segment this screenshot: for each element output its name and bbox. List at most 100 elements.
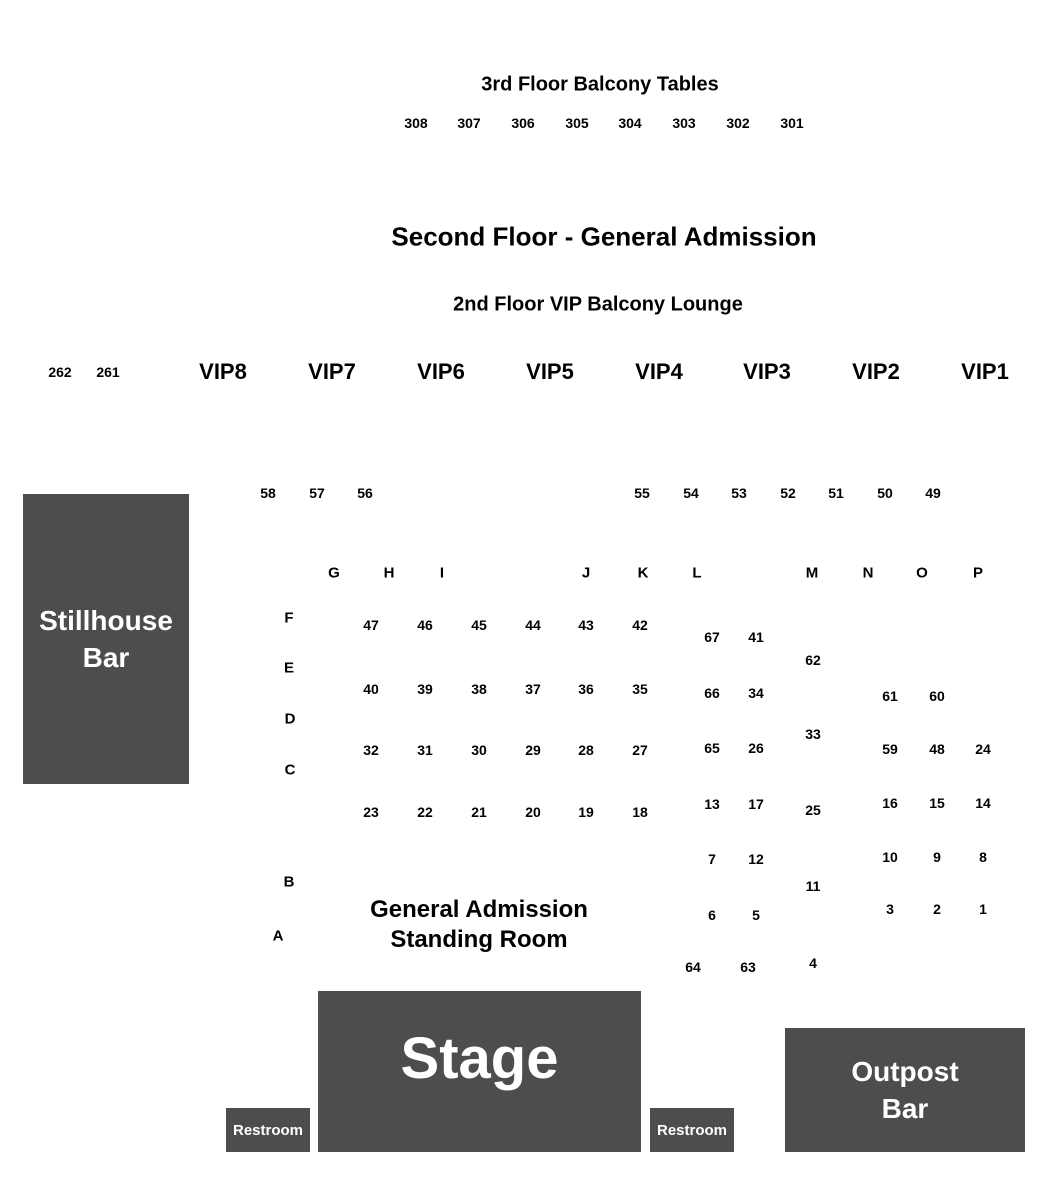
balcony-table[interactable]: 303 bbox=[672, 115, 696, 131]
stage-label: Stage bbox=[400, 1026, 559, 1091]
table-seat[interactable]: 24 bbox=[975, 741, 991, 757]
table-seat[interactable]: 19 bbox=[578, 804, 594, 820]
table-seat[interactable]: 39 bbox=[417, 681, 433, 697]
vip-section[interactable]: VIP5 bbox=[526, 359, 574, 384]
balcony-table[interactable]: 306 bbox=[511, 115, 535, 131]
table-seat[interactable]: 41 bbox=[748, 629, 764, 645]
row-letter: E bbox=[283, 659, 295, 677]
table-seat[interactable]: 15 bbox=[929, 795, 945, 811]
table-seat[interactable]: 18 bbox=[632, 804, 648, 820]
table-seat[interactable]: 48 bbox=[929, 741, 945, 757]
table-seat[interactable]: 7 bbox=[708, 851, 716, 867]
restroom-right[interactable]: Restroom bbox=[650, 1108, 734, 1152]
table-seat[interactable]: 42 bbox=[632, 617, 648, 633]
row-letter: A bbox=[272, 927, 284, 945]
table-seat[interactable]: 44 bbox=[525, 617, 541, 633]
table-seat[interactable]: 61 bbox=[882, 688, 898, 704]
table-seat[interactable]: 50 bbox=[877, 485, 893, 501]
table-seat[interactable]: 31 bbox=[417, 742, 433, 758]
table-seat[interactable]: 20 bbox=[525, 804, 541, 820]
table-seat[interactable]: 38 bbox=[471, 681, 487, 697]
vip-section[interactable]: VIP6 bbox=[417, 359, 465, 384]
table-seat[interactable]: 21 bbox=[471, 804, 487, 820]
table-seat[interactable]: 45 bbox=[471, 617, 487, 633]
table-seat[interactable]: 23 bbox=[363, 804, 379, 820]
stillhouse-line-1: Stillhouse bbox=[39, 605, 173, 636]
table-seat[interactable]: 35 bbox=[632, 681, 648, 697]
balcony-seat[interactable]: 261 bbox=[96, 364, 120, 380]
vip-section[interactable]: VIP3 bbox=[743, 359, 791, 384]
table-seat[interactable]: 32 bbox=[363, 742, 379, 758]
balcony-table[interactable]: 307 bbox=[457, 115, 481, 131]
table-seat[interactable]: 28 bbox=[578, 742, 594, 758]
table-seat[interactable]: 30 bbox=[471, 742, 487, 758]
table-seat[interactable]: 11 bbox=[805, 878, 821, 894]
table-seat[interactable]: 36 bbox=[578, 681, 594, 697]
table-seat[interactable]: 51 bbox=[828, 485, 844, 501]
table-seat[interactable]: 17 bbox=[748, 796, 764, 812]
vip-section[interactable]: VIP8 bbox=[199, 359, 247, 384]
table-seat[interactable]: 12 bbox=[748, 851, 764, 867]
table-seat[interactable]: 9 bbox=[933, 849, 941, 865]
table-seat[interactable]: 25 bbox=[805, 802, 821, 818]
restroom-label: Restroom bbox=[656, 1121, 727, 1139]
vip-section[interactable]: VIP1 bbox=[961, 359, 1009, 384]
balcony-table[interactable]: 301 bbox=[780, 115, 804, 131]
table-seat[interactable]: 27 bbox=[632, 742, 648, 758]
table-seat[interactable]: 65 bbox=[704, 740, 720, 756]
table-seat[interactable]: 14 bbox=[975, 795, 991, 811]
balcony-table[interactable]: 302 bbox=[726, 115, 750, 131]
table-seat[interactable]: 6 bbox=[708, 907, 716, 923]
table-seat[interactable]: 54 bbox=[683, 485, 699, 501]
table-seat[interactable]: 63 bbox=[740, 959, 756, 975]
table-seat[interactable]: 53 bbox=[731, 485, 747, 501]
table-seat[interactable]: 16 bbox=[882, 795, 898, 811]
balcony-table[interactable]: 308 bbox=[404, 115, 428, 131]
table-seat[interactable]: 67 bbox=[704, 629, 720, 645]
outpost-line-2: Bar bbox=[881, 1093, 929, 1124]
table-seat[interactable]: 46 bbox=[417, 617, 433, 633]
table-seat[interactable]: 57 bbox=[309, 485, 325, 501]
table-seat[interactable]: 64 bbox=[685, 959, 701, 975]
balcony-table[interactable]: 304 bbox=[618, 115, 642, 131]
table-seat[interactable]: 33 bbox=[805, 726, 821, 742]
table-seat[interactable]: 40 bbox=[363, 681, 379, 697]
restroom-label: Restroom bbox=[232, 1121, 303, 1139]
outpost-line-1: Outpost bbox=[851, 1056, 959, 1087]
table-seat[interactable]: 59 bbox=[882, 741, 898, 757]
table-seat[interactable]: 58 bbox=[260, 485, 276, 501]
table-seat[interactable]: 34 bbox=[748, 685, 764, 701]
balcony-seat[interactable]: 262 bbox=[48, 364, 72, 380]
table-seat[interactable]: 43 bbox=[578, 617, 594, 633]
table-seat[interactable]: 49 bbox=[925, 485, 941, 501]
table-seat[interactable]: 37 bbox=[525, 681, 541, 697]
table-seat[interactable]: 10 bbox=[882, 849, 898, 865]
table-seat[interactable]: 3 bbox=[886, 901, 894, 917]
table-seat[interactable]: 26 bbox=[748, 740, 764, 756]
table-seat[interactable]: 5 bbox=[752, 907, 760, 923]
stillhouse-bar[interactable]: Stillhouse Bar bbox=[23, 494, 189, 784]
table-seat[interactable]: 52 bbox=[780, 485, 796, 501]
table-seat[interactable]: 8 bbox=[979, 849, 987, 865]
vip-section[interactable]: VIP7 bbox=[308, 359, 356, 384]
vip-section[interactable]: VIP4 bbox=[635, 359, 683, 384]
table-seat[interactable]: 47 bbox=[363, 617, 379, 633]
table-seat[interactable]: 66 bbox=[704, 685, 720, 701]
table-seat[interactable]: 13 bbox=[704, 796, 720, 812]
table-seat[interactable]: 62 bbox=[805, 652, 821, 668]
vip-section[interactable]: VIP2 bbox=[852, 359, 900, 384]
table-seat[interactable]: 29 bbox=[525, 742, 541, 758]
row-letter: C bbox=[284, 761, 296, 779]
table-seat[interactable]: 2 bbox=[933, 901, 941, 917]
outpost-bar[interactable]: Outpost Bar bbox=[785, 1028, 1025, 1152]
restroom-left[interactable]: Restroom bbox=[226, 1108, 310, 1152]
table-seat[interactable]: 1 bbox=[979, 901, 987, 917]
table-seat[interactable]: 55 bbox=[634, 485, 650, 501]
table-seat[interactable]: 56 bbox=[357, 485, 373, 501]
table-seat[interactable]: 4 bbox=[809, 955, 817, 971]
row-letter: H bbox=[383, 564, 395, 582]
table-seat[interactable]: 60 bbox=[929, 688, 945, 704]
row-letter: J bbox=[581, 564, 591, 582]
balcony-table[interactable]: 305 bbox=[565, 115, 589, 131]
table-seat[interactable]: 22 bbox=[417, 804, 433, 820]
